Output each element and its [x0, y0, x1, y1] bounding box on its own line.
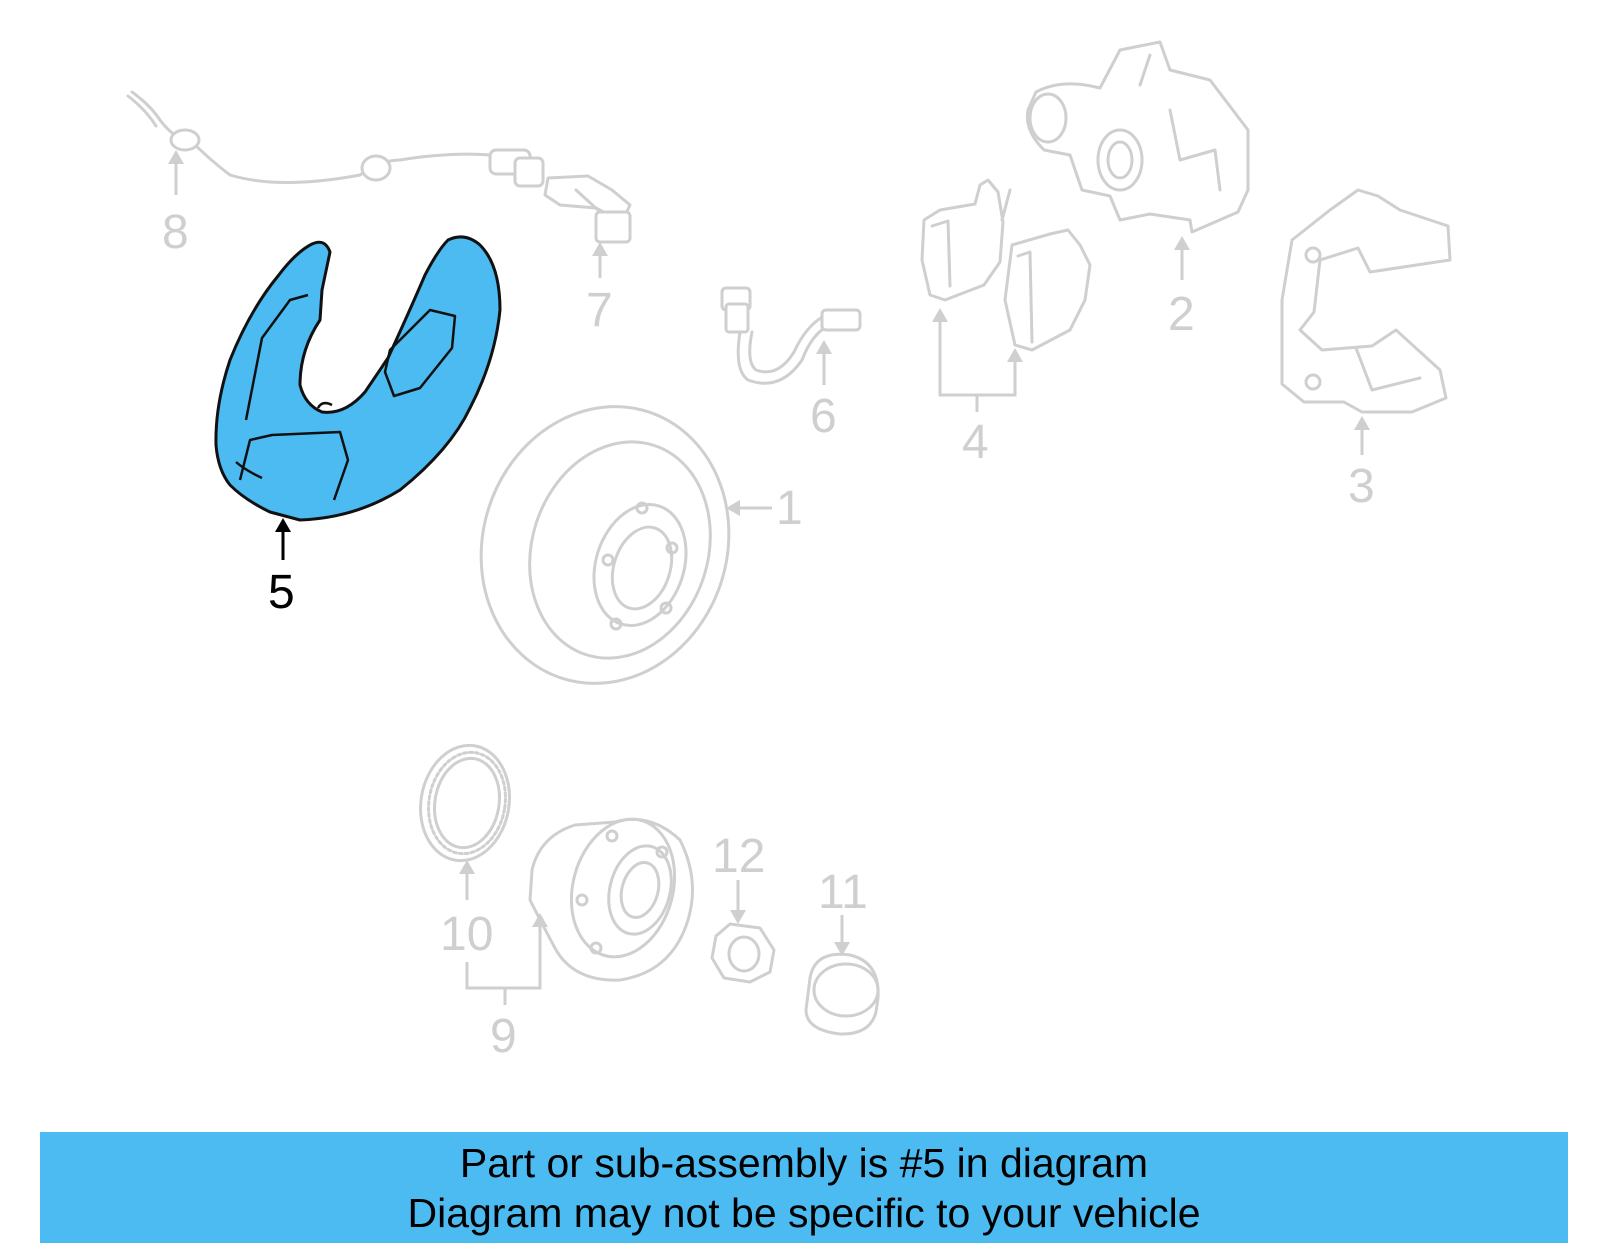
leader-2 [1174, 236, 1190, 280]
callout-4[interactable]: 4 [962, 416, 989, 469]
callout-7[interactable]: 7 [586, 284, 613, 337]
callout-12[interactable]: 12 [712, 830, 765, 883]
leader-9 [465, 913, 548, 1005]
callout-11[interactable]: 11 [818, 866, 868, 919]
callout-1[interactable]: 1 [776, 482, 803, 535]
callout-3[interactable]: 3 [1348, 460, 1375, 513]
part-9-hub[interactable] [528, 807, 694, 982]
leader-8 [168, 150, 184, 195]
callout-10[interactable]: 10 [440, 908, 493, 961]
info-banner: Part or sub-assembly is #5 in diagram Di… [40, 1132, 1568, 1243]
callout-6[interactable]: 6 [810, 390, 837, 443]
banner-line-2: Diagram may not be specific to your vehi… [407, 1189, 1201, 1236]
callout-2[interactable]: 2 [1168, 288, 1195, 341]
leader-4 [932, 308, 1023, 412]
leader-11 [834, 915, 850, 956]
part-6-brake-hose[interactable] [720, 286, 862, 385]
part-5-dust-shield[interactable] [214, 235, 502, 522]
part-2-caliper[interactable] [1025, 40, 1250, 234]
part-3-bracket[interactable] [1280, 188, 1452, 414]
part-11-cap[interactable] [804, 952, 880, 1036]
part-12-nut[interactable] [710, 922, 776, 984]
callout-5[interactable]: 5 [268, 566, 295, 619]
part-7-abs-sensor[interactable] [543, 174, 632, 244]
part-8-abs-cable[interactable] [126, 90, 545, 188]
part-10-tone-ring[interactable] [412, 738, 519, 868]
leader-6 [816, 340, 832, 385]
parts-diagram: 8 7 2 3 4 6 1 5 10 9 12 11 [126, 40, 1452, 1063]
leader-7 [592, 242, 608, 278]
part-4-brake-pads[interactable] [920, 178, 1092, 352]
leader-5 [275, 518, 291, 560]
leader-3 [1354, 416, 1370, 455]
callout-9[interactable]: 9 [490, 1010, 517, 1063]
leader-12 [730, 880, 746, 924]
banner-line-1: Part or sub-assembly is #5 in diagram [459, 1139, 1149, 1186]
callout-8[interactable]: 8 [162, 206, 189, 259]
part-1-rotor[interactable] [446, 374, 765, 716]
leader-1 [726, 500, 772, 516]
leader-10 [459, 860, 475, 900]
